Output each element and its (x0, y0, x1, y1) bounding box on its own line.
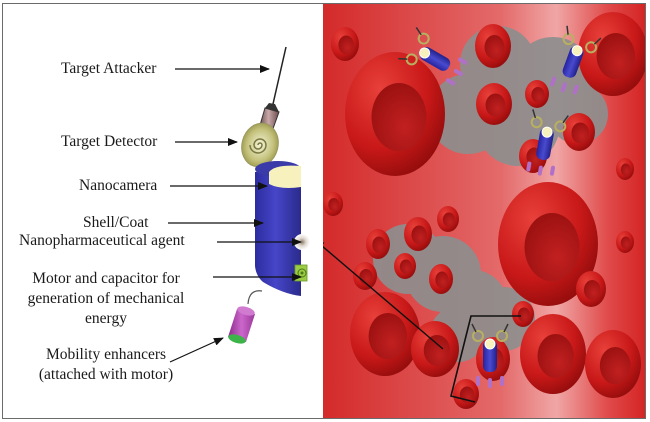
zoom-arrow (323, 239, 444, 350)
label-nanocamera: Nanocamera (79, 177, 158, 194)
target-detector-icon (241, 122, 279, 168)
label-target-detector: Target Detector (61, 133, 158, 150)
red-blood-cell (576, 271, 606, 307)
nanorobot-icon (471, 323, 509, 388)
red-blood-cell (350, 292, 420, 376)
motor-capacitor-icon (294, 264, 308, 282)
red-blood-cell (394, 253, 416, 279)
red-blood-cell (323, 192, 343, 216)
red-blood-cell (345, 52, 445, 176)
label-motor-capacitor: Motor and capacitor for generation of me… (11, 269, 201, 329)
arrow-mobility-enhancer (169, 337, 224, 363)
tether-wire (247, 290, 263, 305)
blood-vessel-scene (323, 4, 645, 418)
blood-vessel-panel (323, 4, 645, 418)
label-mobility-line-1: Mobility enhancers (45, 346, 167, 363)
figure-frame: Target Attacker Target Detector Nanocame… (2, 3, 646, 419)
red-blood-cell (331, 27, 359, 61)
mobility-enhancer-icon (228, 306, 255, 344)
red-blood-cell (475, 24, 511, 68)
highlight-bracket (450, 315, 521, 403)
label-mobility-enhancers: Mobility enhancers (attached with motor) (21, 345, 191, 385)
nanorobot-icon (526, 109, 569, 176)
red-blood-cell (404, 217, 432, 251)
label-motor-line-3: energy (85, 310, 127, 327)
red-blood-cell (616, 158, 634, 180)
label-motor-line-1: Motor and capacitor for (32, 270, 180, 287)
red-blood-cell (498, 182, 598, 306)
red-blood-cell (520, 314, 586, 394)
red-blood-cell (616, 231, 634, 253)
label-target-attacker: Target Attacker (61, 60, 157, 77)
label-motor-line-2: generation of mechanical (27, 290, 185, 307)
red-blood-cell (525, 80, 549, 108)
red-blood-cell (429, 264, 453, 294)
nanorobot-anatomy-panel: Target Attacker Target Detector Nanocame… (3, 4, 323, 418)
red-blood-cell (512, 301, 534, 327)
label-shell-coat: Shell/Coat (83, 214, 149, 231)
nanocamera-icon (269, 165, 301, 188)
red-blood-cell (353, 262, 377, 290)
red-blood-cell (411, 321, 459, 377)
label-mobility-line-2: (attached with motor) (38, 366, 174, 383)
red-blood-cell (476, 83, 512, 125)
red-blood-cell (578, 12, 645, 96)
nanorobot-illustration (168, 46, 310, 363)
nanorobot-icon (550, 25, 602, 95)
red-blood-cell (366, 229, 390, 259)
nanorobot-icon (398, 26, 468, 86)
red-blood-cell (585, 330, 641, 398)
red-blood-cell (563, 113, 595, 151)
nanorobots (398, 25, 602, 388)
label-nanopharmaceutical-agent: Nanopharmaceutical agent (19, 232, 185, 249)
red-blood-cell (437, 206, 459, 232)
red-blood-cell (453, 379, 479, 409)
